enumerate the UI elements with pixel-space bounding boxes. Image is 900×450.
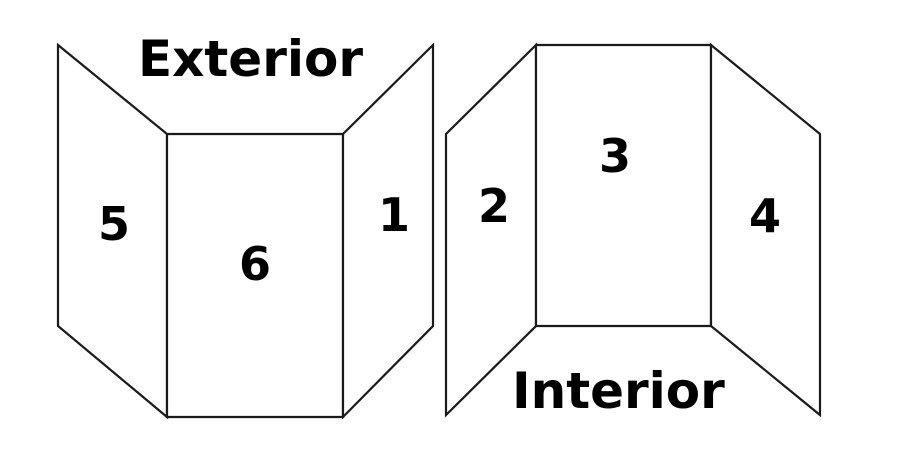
interior-panel-3-label: 3 <box>599 129 631 183</box>
interior-trifold: 2 3 4 Interior <box>444 42 822 420</box>
exterior-title: Exterior <box>138 30 363 88</box>
interior-center-panel <box>534 43 713 328</box>
exterior-panel-5-label: 5 <box>98 197 130 251</box>
exterior-panel-1-label: 1 <box>378 188 410 242</box>
interior-panel-2-label: 2 <box>478 179 510 233</box>
exterior-panel-6-label: 6 <box>239 237 271 291</box>
interior-title: Interior <box>512 362 725 420</box>
interior-panel-4-label: 4 <box>749 189 781 243</box>
exterior-trifold: Exterior 5 6 1 <box>56 30 435 420</box>
interior-right-panel <box>709 42 822 418</box>
exterior-right-panel <box>341 42 435 420</box>
